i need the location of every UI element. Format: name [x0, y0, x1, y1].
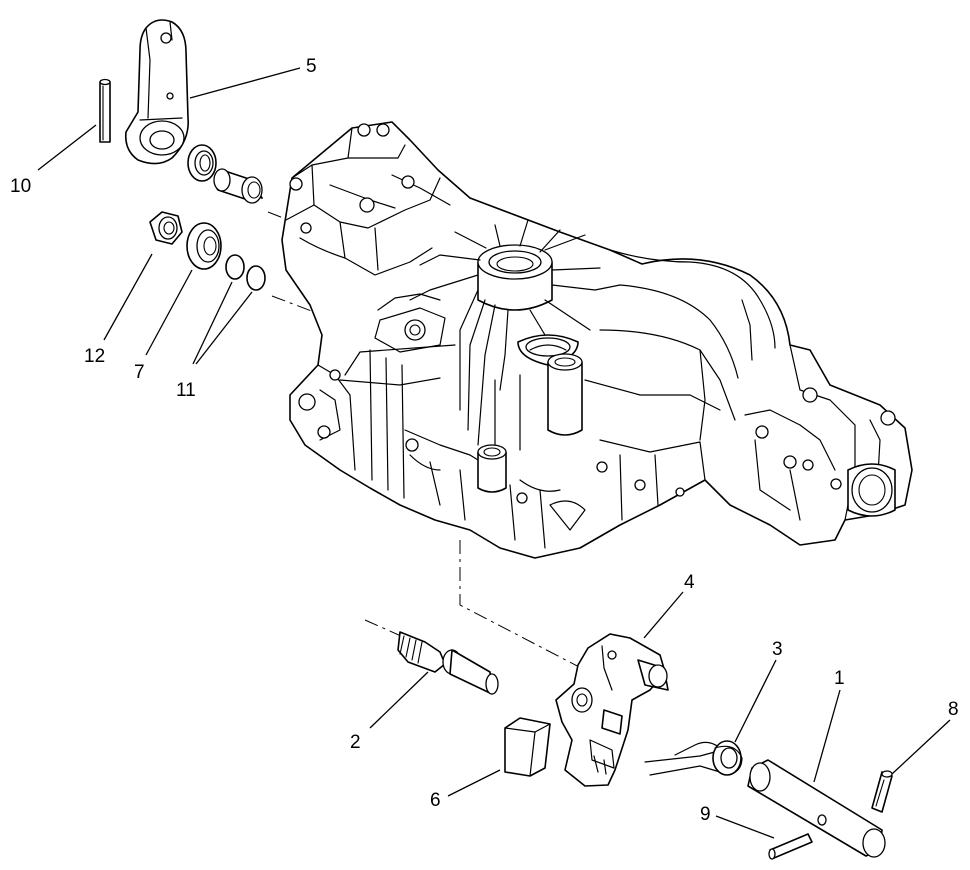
callout-9: 9	[700, 804, 711, 825]
leader-8	[891, 719, 951, 775]
callout-numbers: 5 10 12 7 11 4 2 3 1 8 6 9	[10, 56, 959, 825]
leader-lines	[37, 67, 951, 839]
callout-5: 5	[306, 56, 317, 77]
callout-4: 4	[684, 572, 695, 593]
leader-11a	[192, 281, 233, 365]
callout-2: 2	[350, 732, 361, 753]
transmission-housing	[281, 121, 913, 559]
leader-10	[37, 124, 97, 171]
part-2-threaded-shaft	[397, 631, 499, 695]
callout-7: 7	[134, 362, 145, 383]
callout-3: 3	[772, 639, 783, 660]
callout-11: 11	[176, 380, 196, 401]
leader-6	[447, 769, 501, 797]
part-4-shift-lever	[555, 633, 669, 787]
leader-9	[715, 815, 775, 839]
bushing	[213, 168, 263, 204]
leader-3	[734, 659, 777, 743]
leader-2	[369, 671, 429, 729]
seal-ring	[187, 144, 217, 182]
leader-7	[145, 269, 193, 356]
leader-5	[189, 67, 301, 99]
part-9-pin	[768, 833, 813, 860]
part-6-block	[504, 717, 551, 777]
part-5-control-arm	[124, 19, 189, 165]
leader-4	[643, 591, 684, 639]
callout-10: 10	[10, 176, 31, 197]
leader-12	[103, 253, 153, 341]
callout-1: 1	[834, 668, 845, 689]
part-12-nut	[149, 211, 183, 245]
callout-6: 6	[430, 790, 441, 811]
callout-12: 12	[84, 346, 105, 367]
part-1-shaft	[747, 759, 886, 858]
part-10-roll-pin	[99, 78, 111, 143]
part-7-washer	[186, 222, 222, 270]
part-3-spring	[644, 740, 743, 776]
part-8-pin	[871, 770, 893, 813]
part-11-o-rings	[225, 254, 266, 291]
leader-11b	[195, 291, 253, 365]
callout-8: 8	[948, 699, 959, 720]
leader-1	[813, 689, 841, 783]
